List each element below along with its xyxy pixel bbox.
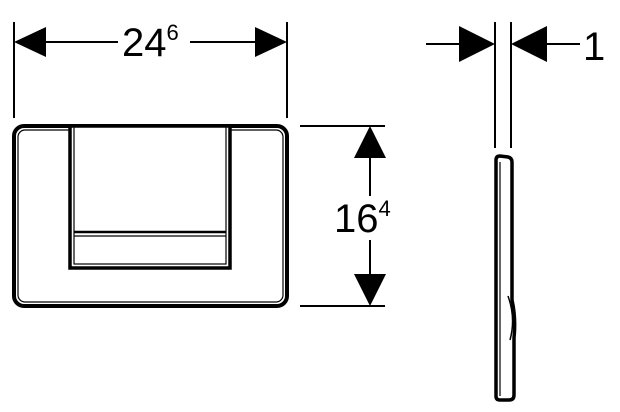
width-value-superscript: 6: [167, 20, 179, 45]
height-value: 16: [334, 197, 379, 241]
thickness-arrowhead-right: [511, 26, 547, 62]
flush-button-frame-inner: [73, 125, 227, 265]
width-value: 24: [122, 21, 167, 65]
width-arrowhead-left: [14, 27, 46, 57]
height-arrowhead-bottom: [354, 274, 386, 306]
height-value-superscript: 4: [379, 196, 391, 221]
height-arrowhead-top: [354, 126, 386, 158]
height-dimension-label: 164: [334, 196, 391, 241]
thickness-dimension-label: 1: [583, 25, 605, 69]
width-arrowhead-right: [255, 27, 287, 57]
front-view-plate: [12, 124, 289, 308]
thickness-dimension: 1: [426, 22, 605, 148]
side-view-profile: [494, 154, 517, 402]
side-profile-button-bulge: [507, 295, 514, 341]
width-dimension: 246: [13, 20, 288, 118]
width-dimension-label: 246: [122, 20, 179, 65]
side-profile-outline: [494, 154, 517, 402]
flush-button-frame: [68, 124, 232, 270]
thickness-arrowhead-left: [459, 26, 495, 62]
height-dimension: 164: [300, 125, 391, 307]
